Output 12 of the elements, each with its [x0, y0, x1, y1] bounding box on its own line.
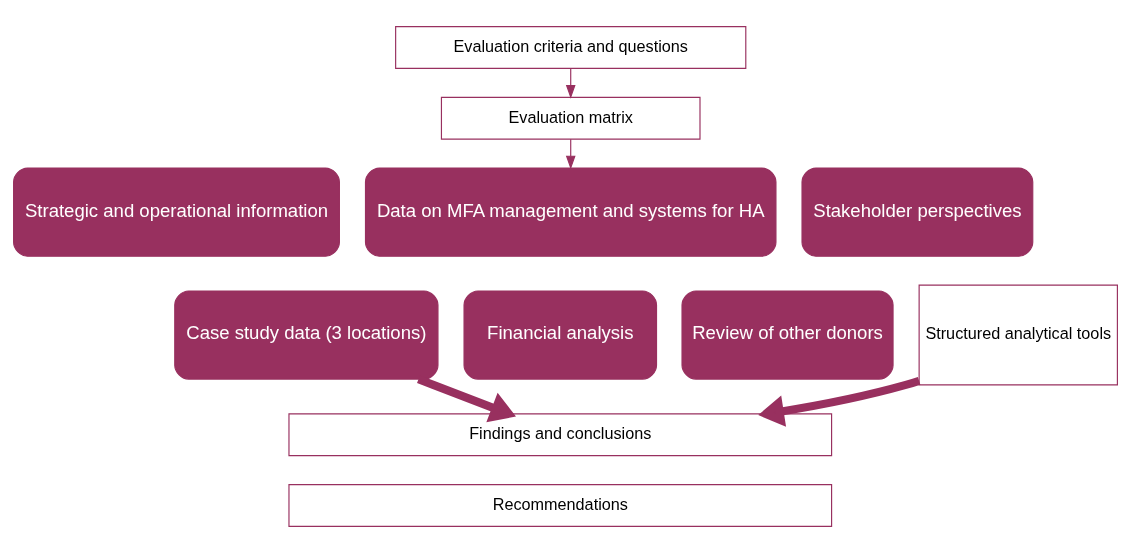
node-box: Review of other donors	[681, 289, 894, 380]
node-box: Findings and conclusions	[288, 412, 833, 456]
node-box: Strategic and operational information	[13, 167, 340, 257]
node-box: Financial analysis	[463, 289, 658, 380]
node-box: Evaluation matrix	[440, 96, 701, 140]
node-box: Stakeholder perspectives	[801, 167, 1034, 257]
node-box: Data on MFA management and systems for HA	[364, 167, 777, 257]
node-box: Recommendations	[288, 483, 833, 527]
node-box: Evaluation criteria and questions	[395, 25, 747, 69]
node-box: Structured analytical tools	[918, 284, 1118, 385]
arrow	[758, 376, 921, 427]
node-box: Case study data (3 locations)	[174, 289, 439, 380]
